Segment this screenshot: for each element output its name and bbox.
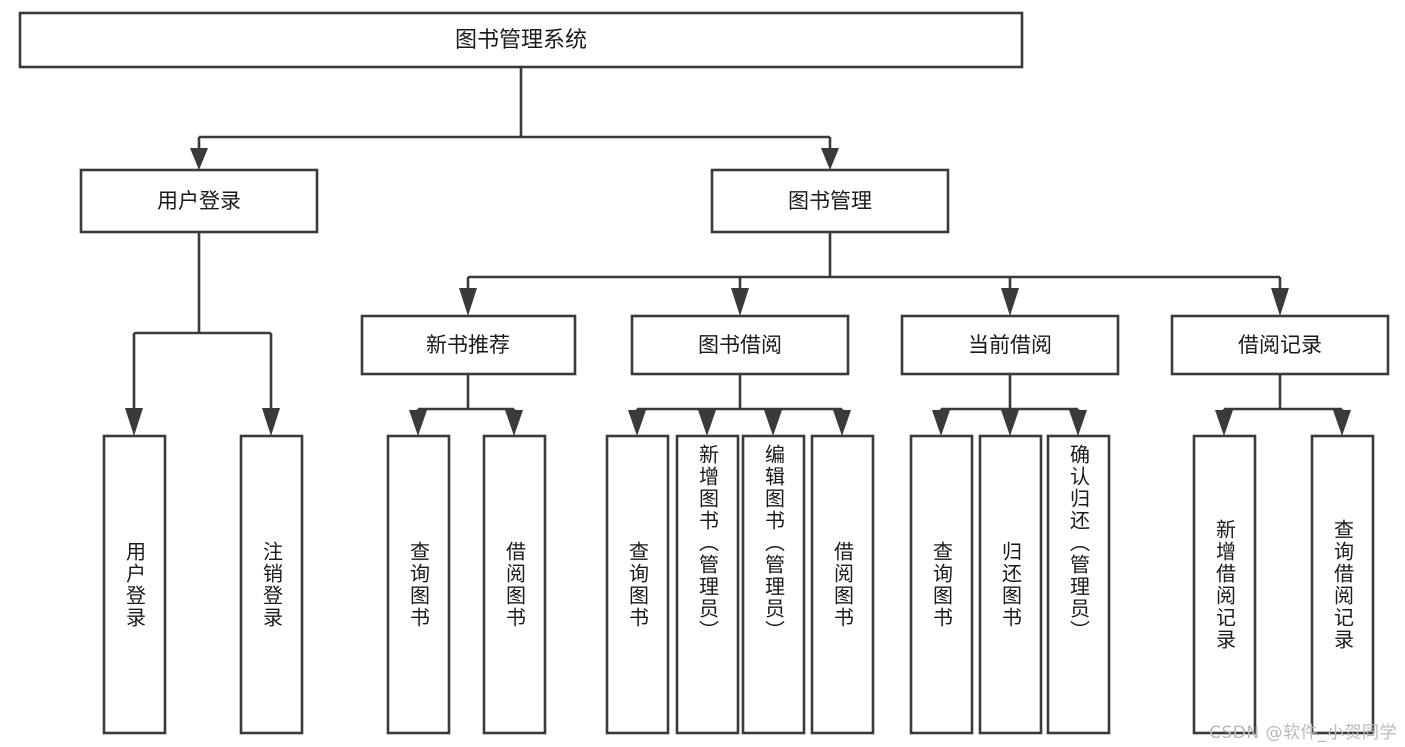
node-new-book-recommend[interactable]: 新书推荐 (360, 314, 577, 376)
arrow-head-leaf-add-book (698, 410, 716, 436)
node-book-manage-box[interactable] (710, 168, 950, 234)
leaf-box-return-book[interactable] (978, 434, 1043, 735)
leaf-box-logout[interactable] (239, 434, 304, 735)
leaf-box-user-login[interactable] (102, 434, 167, 735)
node-current-borrow-label: 当前借阅 (968, 333, 1052, 357)
leaf-box-add-book[interactable] (675, 434, 740, 735)
connector-group-book-borrow (628, 374, 851, 436)
leaf-box-borrow-book-1[interactable] (482, 434, 547, 735)
node-current-borrow-box[interactable] (900, 314, 1120, 376)
arrow-head-book-manage (821, 148, 839, 170)
node-borrow-record-box[interactable] (1170, 314, 1390, 376)
leaf-box-query-book-2[interactable] (605, 434, 670, 735)
leaf-box-query-record[interactable] (1310, 434, 1375, 735)
arrow-head-borrow-record (1271, 288, 1289, 316)
leaf-boxes (102, 434, 1375, 735)
leaf-box-add-record[interactable] (1192, 434, 1257, 735)
arrow-head-leaf-logout (262, 408, 280, 436)
arrow-head-leaf-query-book-1 (409, 410, 427, 436)
arrow-head-leaf-query-book-2 (628, 410, 646, 436)
node-book-manage-label: 图书管理 (788, 189, 872, 213)
node-book-borrow-box[interactable] (630, 314, 850, 376)
node-root-label: 图书管理系统 (455, 28, 587, 53)
leaf-box-confirm-return[interactable] (1046, 434, 1111, 735)
node-book-borrow[interactable]: 图书借阅 (630, 314, 850, 376)
node-borrow-record[interactable]: 借阅记录 (1170, 314, 1390, 376)
node-new-book-recommend-label: 新书推荐 (426, 333, 510, 357)
arrow-head-user-login (190, 148, 208, 170)
node-new-book-recommend-box[interactable] (360, 314, 577, 376)
arrow-head-leaf-borrow-book-2 (833, 410, 851, 436)
node-current-borrow[interactable]: 当前借阅 (900, 314, 1120, 376)
connector-group-book-manage (459, 232, 1289, 316)
leaf-box-query-book-3[interactable] (909, 434, 974, 735)
leaf-box-query-book-1[interactable] (386, 434, 451, 735)
connector-group-new-book-recommend (409, 374, 523, 436)
node-user-login[interactable]: 用户登录 (79, 168, 319, 234)
arrow-head-book-borrow (731, 288, 749, 316)
arrow-head-current-borrow (1001, 288, 1019, 316)
node-user-login-label: 用户登录 (157, 189, 241, 213)
arrow-head-leaf-query-book-3 (932, 410, 950, 436)
node-user-login-box[interactable] (79, 168, 319, 234)
node-book-borrow-label: 图书借阅 (698, 333, 782, 357)
connector-group-user-login (125, 232, 280, 436)
connector-group-root (190, 67, 839, 170)
node-root-box[interactable] (18, 11, 1024, 69)
arrow-head-leaf-return-book (1001, 410, 1019, 436)
leaf-box-borrow-book-2[interactable] (810, 434, 875, 735)
node-borrow-record-label: 借阅记录 (1238, 333, 1322, 357)
arrow-head-new-book-recommend (459, 288, 477, 316)
node-root[interactable]: 图书管理系统 (18, 11, 1024, 69)
node-book-manage[interactable]: 图书管理 (710, 168, 950, 234)
connector-group-current-borrow (932, 374, 1087, 436)
connector-group-borrow-record (1215, 374, 1351, 436)
leaf-box-edit-book[interactable] (741, 434, 806, 735)
arrow-head-leaf-user-login (125, 408, 143, 436)
arrow-head-leaf-edit-book (764, 410, 782, 436)
arrow-head-leaf-add-record (1215, 410, 1233, 436)
watermark-text: CSDN @软件_小贺同学 (1209, 723, 1397, 743)
arrow-head-leaf-query-record (1333, 410, 1351, 436)
arrow-head-leaf-borrow-book-1 (505, 410, 523, 436)
arrow-head-leaf-confirm-return (1069, 410, 1087, 436)
